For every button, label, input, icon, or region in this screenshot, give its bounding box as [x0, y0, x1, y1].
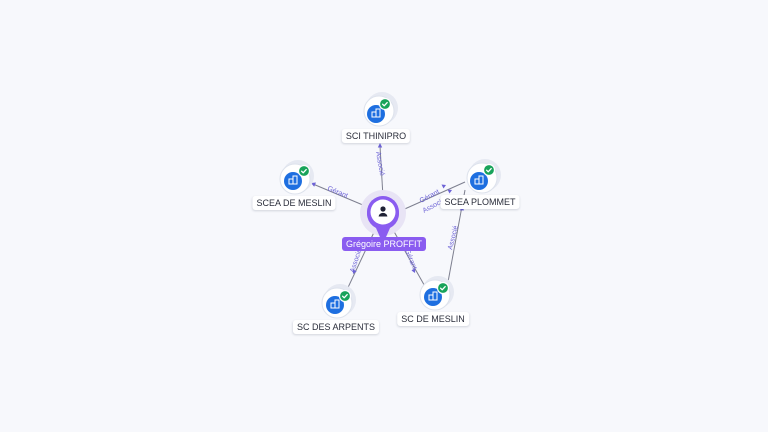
edge-label: Gérant	[403, 248, 418, 271]
center-node-label[interactable]: Grégoire PROFFIT	[341, 237, 427, 251]
edge-label: Associé	[349, 248, 363, 274]
company-label-sc-de-meslin[interactable]: SC DE MESLIN	[397, 312, 469, 326]
check-icon	[436, 281, 450, 295]
check-icon	[378, 97, 392, 111]
building-icon	[474, 175, 484, 185]
edge-associe-sci-thinipro: Associé	[374, 143, 385, 198]
company-node-scea-de-meslin[interactable]	[279, 160, 314, 195]
company-label-scea-de-meslin[interactable]: SCEA DE MESLIN	[252, 196, 336, 210]
company-label-sci-thinipro[interactable]: SCI THINIPRO	[341, 129, 411, 143]
building-icon	[428, 291, 438, 301]
check-icon	[297, 164, 311, 178]
building-icon	[330, 299, 340, 309]
company-node-sc-de-meslin[interactable]	[419, 276, 454, 311]
company-node-sci-thinipro[interactable]	[363, 92, 398, 127]
person-icon	[378, 206, 388, 217]
check-icon	[338, 289, 352, 303]
building-icon	[288, 175, 298, 185]
company-node-sc-des-arpents[interactable]	[321, 284, 356, 319]
company-node-scea-plommet[interactable]	[466, 159, 501, 194]
edge-label: Associé	[447, 225, 460, 251]
building-icon	[371, 108, 381, 118]
edge-label: Associé	[374, 151, 385, 176]
company-label-sc-des-arpents[interactable]: SC DES ARPENTS	[292, 320, 380, 334]
center-person-node[interactable]	[360, 190, 406, 244]
check-icon	[482, 163, 496, 177]
company-label-scea-plommet[interactable]: SCEA PLOMMET	[440, 195, 520, 209]
